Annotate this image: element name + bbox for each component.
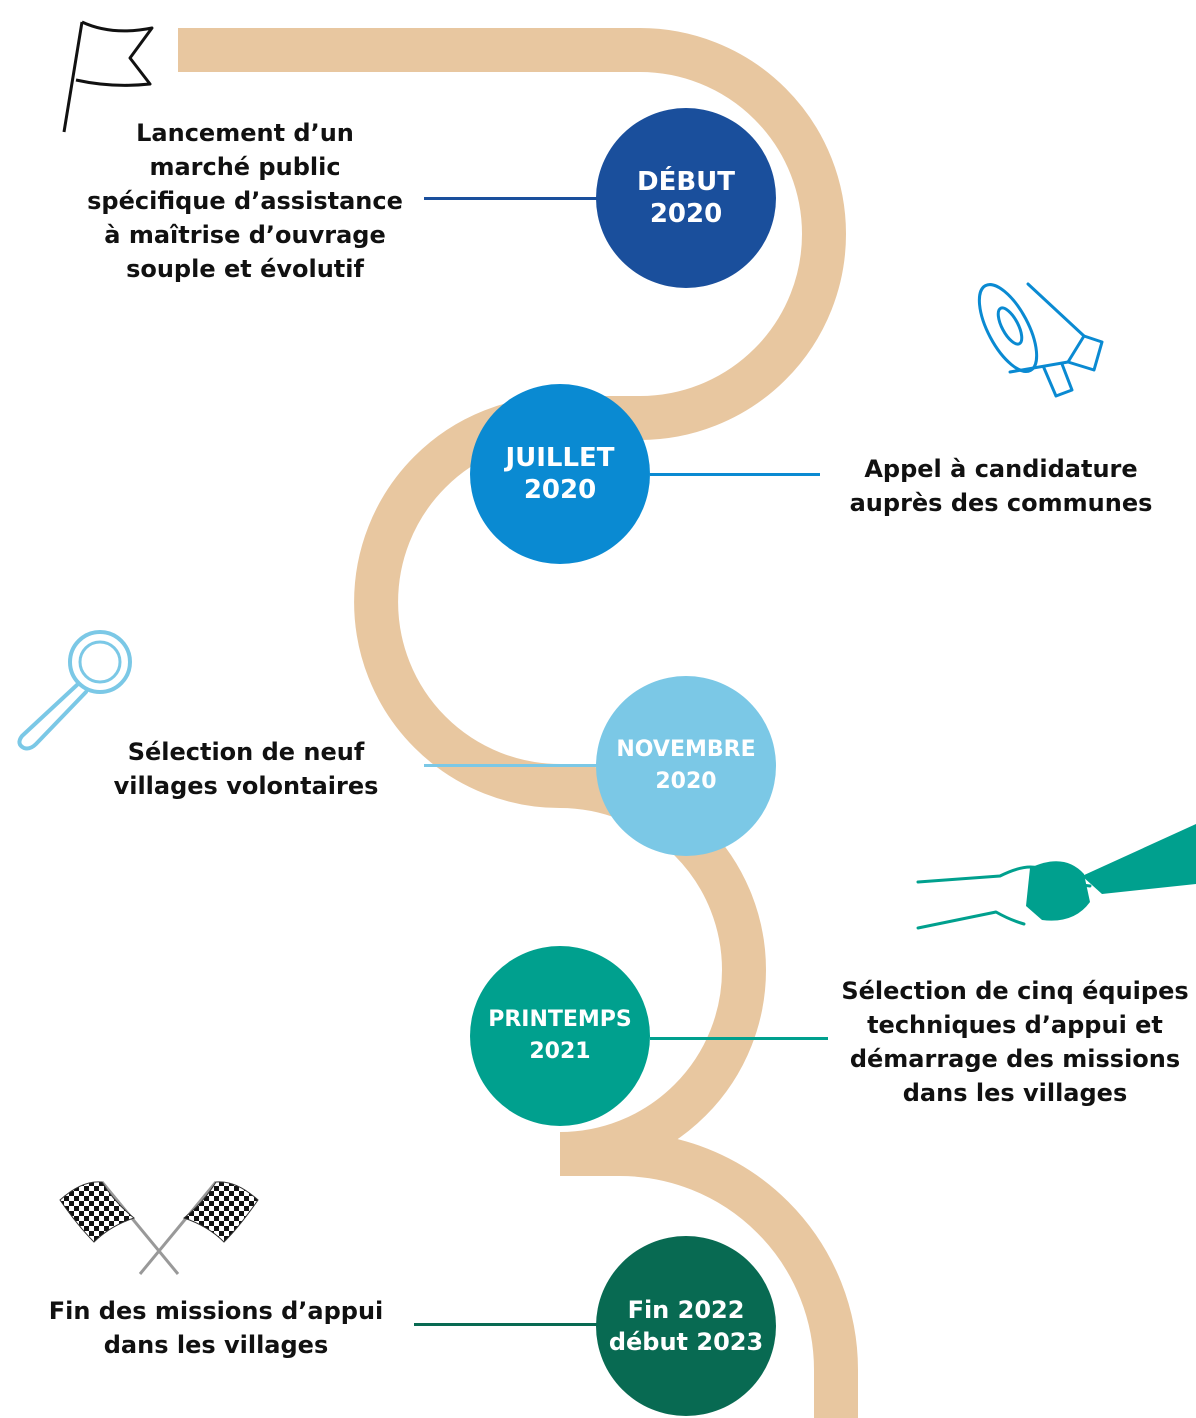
- milestone-circle: NOVEMBRE 2020: [596, 676, 776, 856]
- milestone-circle: PRINTEMPS 2021: [470, 946, 650, 1126]
- milestone-date-line1: Fin 2022: [627, 1296, 745, 1324]
- step-connector: [424, 764, 599, 767]
- magnifier-icon: [17, 630, 132, 751]
- step-connector: [650, 1037, 828, 1040]
- megaphone-icon: [977, 282, 1104, 398]
- step-description: Fin des missions d’appui dans les villag…: [48, 1297, 384, 1359]
- milestone-circle: Fin 2022 début 2023: [596, 1236, 776, 1416]
- checkered-flags-icon: [59, 1181, 259, 1275]
- flag-icon: [62, 20, 154, 133]
- milestone-date-line2: 2020: [655, 769, 717, 794]
- milestone-date-line2: 2021: [529, 1039, 591, 1064]
- milestone-circle: JUILLET 2020: [470, 384, 650, 564]
- milestone-date-line1: PRINTEMPS: [488, 1007, 632, 1032]
- milestone-circle: DÉBUT 2020: [596, 108, 776, 288]
- step-connector: [424, 197, 599, 200]
- milestone-date-line1: JUILLET: [505, 443, 615, 473]
- milestone-date-line1: DÉBUT: [636, 167, 735, 197]
- milestone-date-line2: 2020: [649, 199, 723, 229]
- step-description: Lancement d’un marché public spécifique …: [87, 119, 403, 283]
- step-connector: [414, 1323, 599, 1326]
- step-description: Appel à candidature auprès des communes: [849, 455, 1153, 517]
- milestone-date-line2: début 2023: [608, 1328, 764, 1356]
- step-connector: [650, 473, 820, 476]
- step-description: Sélection de cinq équipes techniques d’a…: [841, 977, 1189, 1107]
- handshake-icon: [916, 824, 1196, 930]
- milestone-date-line2: 2020: [523, 475, 597, 505]
- step-description: Sélection de neuf villages volontaires: [113, 738, 379, 800]
- road-path: [178, 27, 858, 1418]
- milestone-date-line1: NOVEMBRE: [616, 737, 756, 762]
